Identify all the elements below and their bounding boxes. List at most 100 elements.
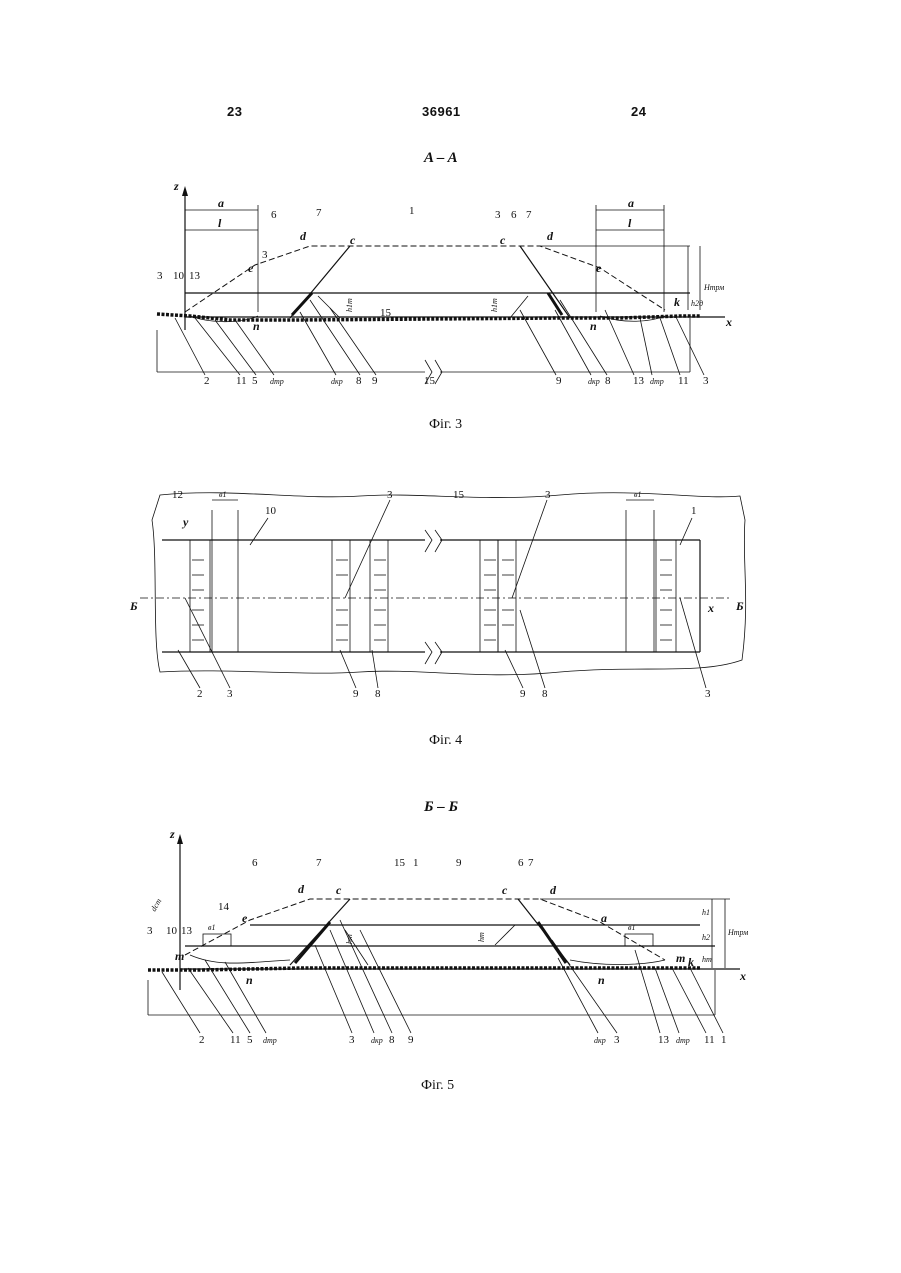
fig5-embankment-profile <box>185 899 665 960</box>
fig3-label-dkp-left: dкр <box>331 377 343 386</box>
fig5-label-10: 10 <box>166 925 178 937</box>
fig3-label-c-right: c <box>500 233 506 247</box>
fig3-label-e-left: e <box>248 261 254 275</box>
fig4-label-b1-left: в1 <box>219 490 226 499</box>
fig3-label-dtr-left: dтр <box>270 377 284 386</box>
fig5-label-13-bottom: 13 <box>658 1034 670 1046</box>
fig3-label-l-left: l <box>218 216 222 230</box>
fig5-label-m-right: m <box>676 951 685 965</box>
fig5-label-1-bottom: 1 <box>721 1034 727 1046</box>
fig5-label-k: k <box>688 955 694 969</box>
fig5-section-title: Б – Б <box>424 799 458 816</box>
fig5-label-h2: h2 <box>702 933 710 942</box>
fig4-label-9-right: 9 <box>520 688 526 700</box>
fig5-label-7-right: 7 <box>528 857 534 869</box>
page-number-left: 23 <box>227 104 242 119</box>
fig5-label-z: z <box>169 827 175 841</box>
fig3-label-n-right: n <box>590 319 597 333</box>
fig4-label-12: 12 <box>172 489 183 501</box>
fig3-section-title: A – A <box>424 150 458 167</box>
fig3-label-3-right: 3 <box>703 375 709 387</box>
fig5-label-9-bottom: 9 <box>408 1034 414 1046</box>
fig5-label-b1-left: в1 <box>208 923 215 932</box>
fig5-label-6-right: 6 <box>518 857 524 869</box>
fig3-label-5: 5 <box>252 375 258 387</box>
fig3-label-13-top: 13 <box>189 270 201 282</box>
fig4-label-3-top-right: 3 <box>545 489 551 501</box>
fig5-label-e: e <box>242 911 248 925</box>
fig5-label-d-left: d <box>298 882 305 896</box>
fig3-label-6-right: 6 <box>511 209 517 221</box>
fig5-label-15: 15 <box>394 857 406 869</box>
fig3-label-11-right: 11 <box>678 375 689 387</box>
fig3-label-1: 1 <box>409 205 415 217</box>
fig3-label-k: k <box>674 295 680 309</box>
fig3-label-2: 2 <box>204 375 210 387</box>
fig3-label-6-left: 6 <box>271 209 277 221</box>
fig5-label-dtr-left: dтр <box>263 1036 277 1045</box>
fig3-drawing: z a l a l x Hтрм h2д 6 7 1 3 6 7 d c c d <box>0 170 901 430</box>
fig4-label-y: y <box>181 515 189 529</box>
fig5-label-c-right: c <box>502 883 508 897</box>
fig3-caption: Фіг. 3 <box>429 417 462 433</box>
fig4-label-10: 10 <box>265 505 277 517</box>
fig5-label-11-right: 11 <box>704 1034 715 1046</box>
fig5-label-5: 5 <box>247 1034 253 1046</box>
fig5-label-m-left: m <box>175 949 184 963</box>
fig5-label-6-left: 6 <box>252 857 258 869</box>
fig5-label-hm-right: hm <box>702 955 712 964</box>
fig3-label-dtr-right: dтр <box>650 377 664 386</box>
fig3-label-8-right: 8 <box>605 375 611 387</box>
fig5-label-1-top: 1 <box>413 857 419 869</box>
fig4-ground-boundary <box>152 493 746 675</box>
fig5-label-9-top: 9 <box>456 857 462 869</box>
fig4-label-1: 1 <box>691 505 697 517</box>
fig5-label-hm-left: hm <box>345 934 354 944</box>
fig5-label-n-left: n <box>246 973 253 987</box>
fig3-label-c-left: c <box>350 233 356 247</box>
fig5-label-2: 2 <box>199 1034 205 1046</box>
fig5-label-d-right: d <box>550 883 557 897</box>
fig3-label-a-right: a <box>628 196 634 210</box>
fig3-label-7-right: 7 <box>526 209 532 221</box>
fig5-label-3-left: 3 <box>147 925 153 937</box>
fig5-label-3-bottom-right: 3 <box>614 1034 620 1046</box>
fig3-label-11-left: 11 <box>236 375 247 387</box>
fig3-label-13-right: 13 <box>633 375 645 387</box>
fig3-label-x: x <box>725 315 732 329</box>
fig3-label-7-left: 7 <box>316 207 322 219</box>
fig5-label-dkp-left: dкр <box>371 1036 383 1045</box>
fig5-label-htpm: Hтрм <box>727 928 748 937</box>
fig5-caption: Фіг. 5 <box>421 1078 454 1094</box>
fig5-label-8: 8 <box>389 1034 395 1046</box>
fig5-label-3-bottom-left: 3 <box>349 1034 355 1046</box>
fig3-embankment-profile <box>185 246 665 312</box>
fig4-plan-view: в1 в1 12 y 10 3 15 3 1 x Б Б 2 3 9 8 9 8… <box>0 470 901 710</box>
fig3-label-l-right: l <box>628 216 632 230</box>
fig4-label-3-top-left: 3 <box>387 489 393 501</box>
fig3-label-9-left: 9 <box>372 375 378 387</box>
fig3-label-htpm: Hтрм <box>703 283 724 292</box>
fig4-label-x: x <box>707 601 714 615</box>
fig5-label-13-top: 13 <box>181 925 193 937</box>
fig3-label-dkp-right: dкр <box>588 377 600 386</box>
fig3-label-a-left: a <box>218 196 224 210</box>
fig4-drain-ticks <box>192 560 672 640</box>
fig3-label-3-left: 3 <box>157 270 163 282</box>
fig5-label-h1: h1 <box>702 908 710 917</box>
fig4-label-B-right: Б <box>735 599 744 613</box>
fig5-label-dct: dст <box>149 897 164 913</box>
fig5-label-dkp-right: dкр <box>594 1036 606 1045</box>
fig4-label-2: 2 <box>197 688 203 700</box>
fig3-label-h1m-right: h1m <box>490 298 499 312</box>
fig3-label-3-top: 3 <box>495 209 501 221</box>
fig3-label-z: z <box>173 179 179 193</box>
patent-number: 36961 <box>422 104 461 119</box>
fig3-label-d-right: d <box>547 229 554 243</box>
fig3-label-h2d: h2д <box>691 299 703 308</box>
fig3-label-9-right: 9 <box>556 375 562 387</box>
fig4-label-B-left: Б <box>129 599 138 613</box>
fig5-label-7-left: 7 <box>316 857 322 869</box>
fig5-label-hm-center: hm <box>477 932 486 942</box>
fig4-label-8-left: 8 <box>375 688 381 700</box>
